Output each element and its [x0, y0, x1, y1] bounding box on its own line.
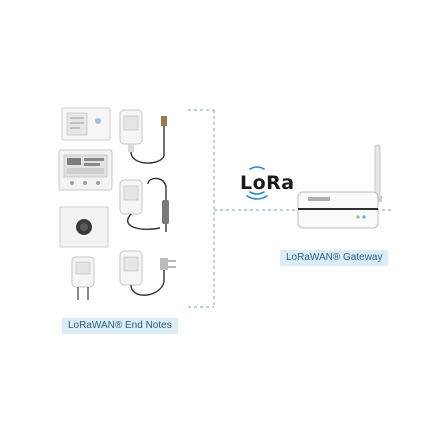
lora-logo: LoRa	[240, 172, 295, 194]
gateway-label: LoRaWAN® Gateway	[280, 250, 389, 266]
device-environment-display	[58, 149, 113, 191]
dashed-bracket	[188, 109, 215, 308]
device-wall-display-sensor	[61, 107, 111, 141]
gateway-device	[297, 144, 382, 229]
device-plug-sensor	[119, 250, 176, 296]
device-cable-probe-sensor	[119, 177, 169, 232]
device-probe-sensor	[119, 109, 167, 164]
device-soil-probe-sensor	[71, 256, 95, 300]
lora-wave-icon	[246, 166, 268, 200]
device-ceiling-sensor	[59, 206, 109, 248]
end-nodes-label: LoRaWAN® End Notes	[62, 318, 178, 334]
